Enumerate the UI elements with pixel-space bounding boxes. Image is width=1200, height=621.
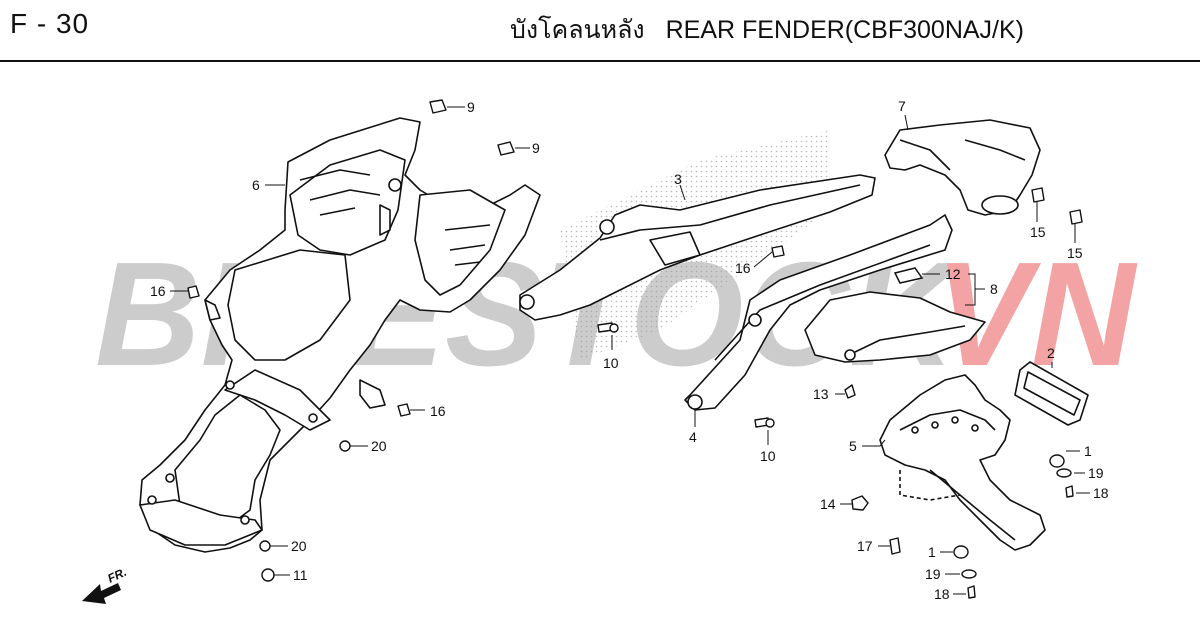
callout-8: 8: [990, 281, 998, 297]
splash-guard: [804, 291, 986, 363]
callout-9-lower: 9: [532, 140, 540, 156]
callout-10-left: 10: [603, 355, 619, 371]
callout-17: 17: [857, 538, 873, 554]
callout-9-upper: 9: [467, 99, 475, 115]
callout-10-right: 10: [760, 448, 776, 464]
page-title: บังโคลนหลัง REAR FENDER(CBF300NAJ/K): [510, 10, 1024, 50]
small-plate: [893, 267, 924, 284]
callout-16-left: 16: [150, 283, 166, 299]
callout-12: 12: [945, 266, 961, 282]
callout-19-right: 19: [1088, 465, 1104, 481]
callout-4: 4: [689, 429, 697, 445]
title-english: REAR FENDER(CBF300NAJ/K): [665, 16, 1025, 44]
front-arrow-icon: [82, 583, 121, 604]
callout-6: 6: [252, 177, 260, 193]
reflector: [1014, 361, 1089, 426]
inner-fender-assembly: [139, 117, 541, 553]
callout-15-left: 15: [1030, 224, 1046, 240]
page-code: F - 30: [10, 8, 90, 39]
callout-20-upper: 20: [371, 438, 387, 454]
frame-rail-lower: [684, 214, 953, 411]
callout-11: 11: [293, 567, 308, 583]
front-direction-label: FR.: [105, 565, 128, 586]
callout-16-right: 16: [735, 260, 751, 276]
license-bracket: [879, 374, 1046, 551]
callout-18-right: 18: [1093, 485, 1109, 501]
callout-1-right: 1: [1084, 443, 1092, 459]
frame-rail-upper: [519, 174, 876, 321]
callout-14: 14: [820, 496, 836, 512]
leader-lines: [170, 106, 1090, 595]
page-header: F - 30 บังโคลนหลัง REAR FENDER(CBF300NAJ…: [0, 0, 1200, 60]
callout-numbers: 9 9 6 16 16 20 20 11 3 10 16 4 10 7 15 1…: [150, 98, 1109, 602]
callout-1-lower: 1: [928, 544, 936, 560]
callout-3: 3: [674, 171, 682, 187]
title-thai: บังโคลนหลัง: [510, 15, 645, 44]
callout-5: 5: [849, 438, 857, 454]
front-direction-indicator: FR.: [82, 565, 129, 604]
callout-15-right: 15: [1067, 245, 1083, 261]
header-divider: [0, 60, 1200, 62]
callout-18-lower: 18: [934, 586, 950, 602]
callout-19-lower: 19: [925, 566, 941, 582]
rear-cowl: [884, 119, 1041, 216]
exploded-parts-diagram: BIKESTOCK VN: [82, 98, 1138, 604]
callout-2: 2: [1047, 345, 1055, 361]
callout-13: 13: [813, 386, 829, 402]
callout-16-middle: 16: [430, 403, 446, 419]
callout-20-lower: 20: [291, 538, 307, 554]
callout-7: 7: [898, 98, 906, 114]
